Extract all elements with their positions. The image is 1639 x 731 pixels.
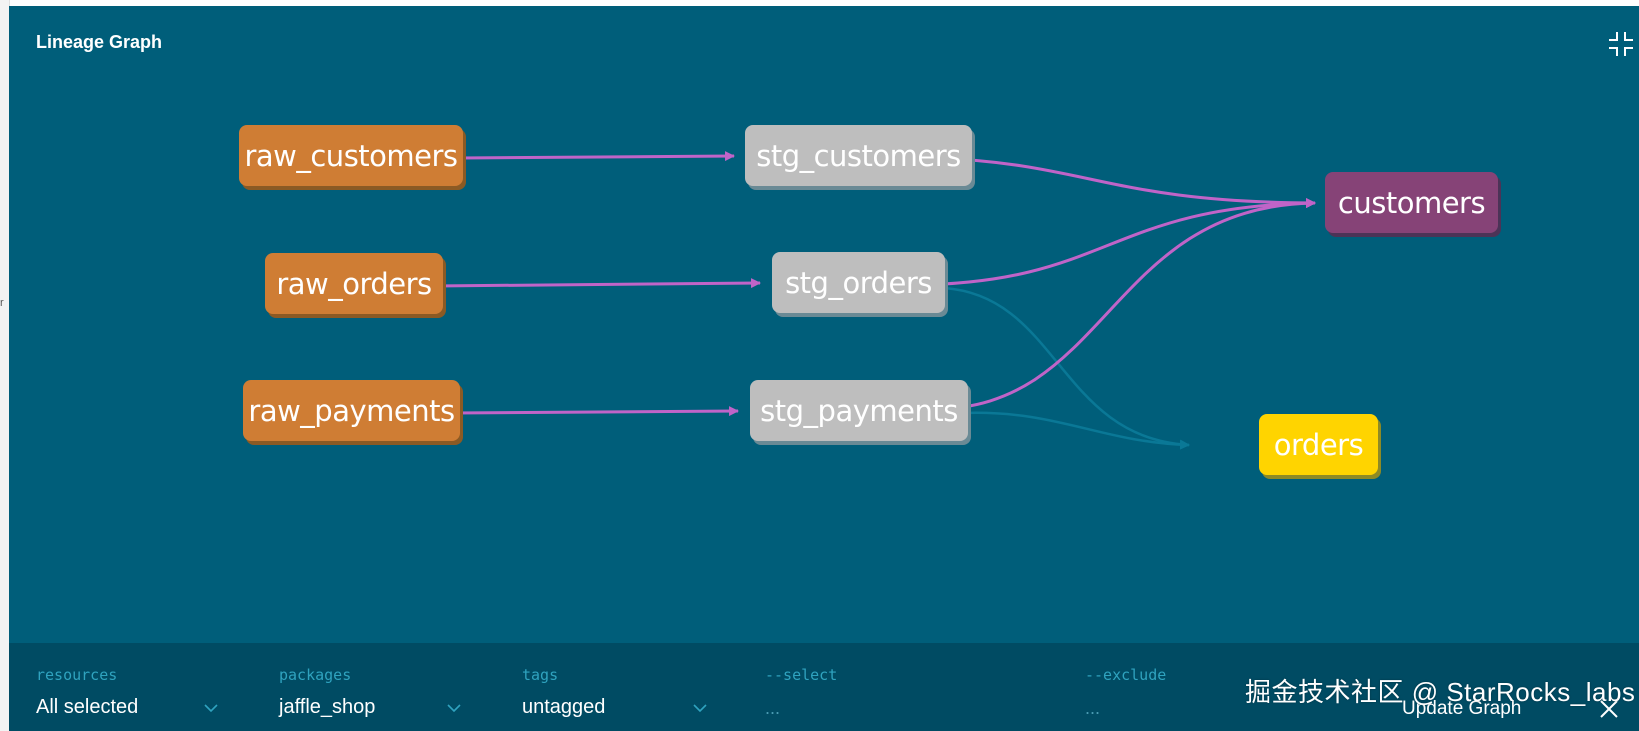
close-icon[interactable] [1598, 698, 1620, 720]
filter-bar: resources All selected packages jaffle_s… [9, 643, 1639, 731]
edge-raw_payments-stg_payments [453, 406, 739, 417]
node-orders[interactable]: orders [1259, 414, 1378, 475]
edge-raw_orders-stg_orders [433, 278, 761, 289]
collapse-button[interactable] [1607, 30, 1635, 58]
node-stg_orders[interactable]: stg_orders [772, 252, 945, 313]
filter-resources-value[interactable]: All selected [36, 696, 139, 718]
filter-tags-label: tags [522, 666, 559, 684]
filter-select-label: --select [765, 666, 838, 684]
node-stg_payments[interactable]: stg_payments [750, 380, 968, 441]
node-raw_customers[interactable]: raw_customers [239, 125, 463, 186]
select-input[interactable]: ... [765, 698, 781, 718]
edge-stg_customers-customers [936, 156, 1316, 208]
node-raw_payments[interactable]: raw_payments [243, 380, 460, 441]
edge-raw_customers-stg_customers [458, 151, 735, 162]
chevron-down-icon[interactable] [204, 703, 218, 713]
watermark-text: 掘金技术社区 @ StarRocks_labs [1245, 677, 1636, 707]
filter-exclude-label: --exclude [1085, 666, 1167, 684]
lineage-graph-modal: Lineage Graph raw_customers raw_order [9, 6, 1639, 731]
chevron-down-icon[interactable] [693, 703, 707, 713]
filter-packages-value[interactable]: jaffle_shop [279, 696, 376, 718]
edge-stg_orders-orders [943, 286, 1190, 450]
edge-stg_payments-customers [933, 198, 1316, 411]
edge-stg_orders-customers [913, 198, 1316, 287]
exclude-input[interactable]: ... [1085, 698, 1101, 718]
node-raw_orders[interactable]: raw_orders [265, 253, 443, 314]
update-graph-button[interactable]: Update Graph [1402, 698, 1522, 719]
filter-packages-label: packages [279, 666, 352, 684]
filter-resources-label: resources [36, 666, 118, 684]
node-stg_customers[interactable]: stg_customers [745, 125, 972, 186]
lineage-graph-canvas[interactable] [9, 6, 1639, 643]
edge-stg_payments-orders [963, 411, 1190, 450]
node-customers[interactable]: customers [1325, 172, 1498, 233]
chevron-down-icon[interactable] [447, 703, 461, 713]
collapse-icon [1609, 32, 1633, 56]
filter-tags-value[interactable]: untagged [522, 696, 606, 718]
modal-title: Lineage Graph [36, 32, 163, 52]
